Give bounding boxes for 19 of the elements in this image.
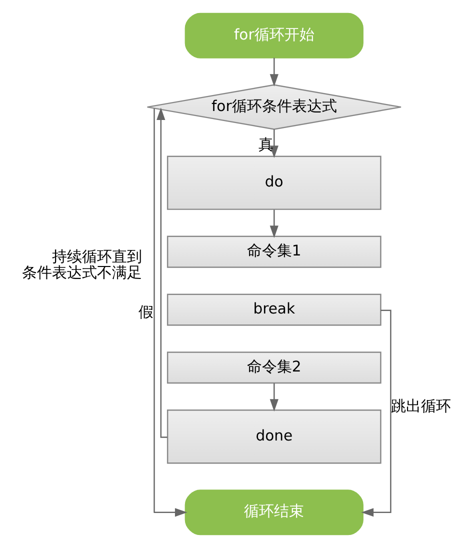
arrow [270, 210, 278, 238]
arrow [270, 383, 278, 412]
arrow [270, 58, 278, 86]
edge-label: 跳出循环 [390, 398, 451, 416]
node-box: done [166, 410, 382, 464]
node-box: 命令集1 [166, 236, 382, 268]
node-box: for循环开始 [184, 12, 364, 58]
arrow [156, 108, 168, 438]
arrow [154, 108, 188, 517]
node-diamond: for循环条件表达式 [146, 84, 402, 130]
node-box: 命令集2 [166, 352, 382, 384]
node-box: 循环结束 [184, 490, 364, 536]
edge-label: 持续循环直到条件表达式不满足 [22, 248, 142, 282]
arrow [270, 129, 278, 158]
edge-label: 真 [258, 136, 274, 154]
node-box: do [166, 156, 382, 210]
edge-label: 假 [138, 304, 154, 321]
node-box: break [166, 294, 382, 326]
arrow [361, 310, 392, 517]
